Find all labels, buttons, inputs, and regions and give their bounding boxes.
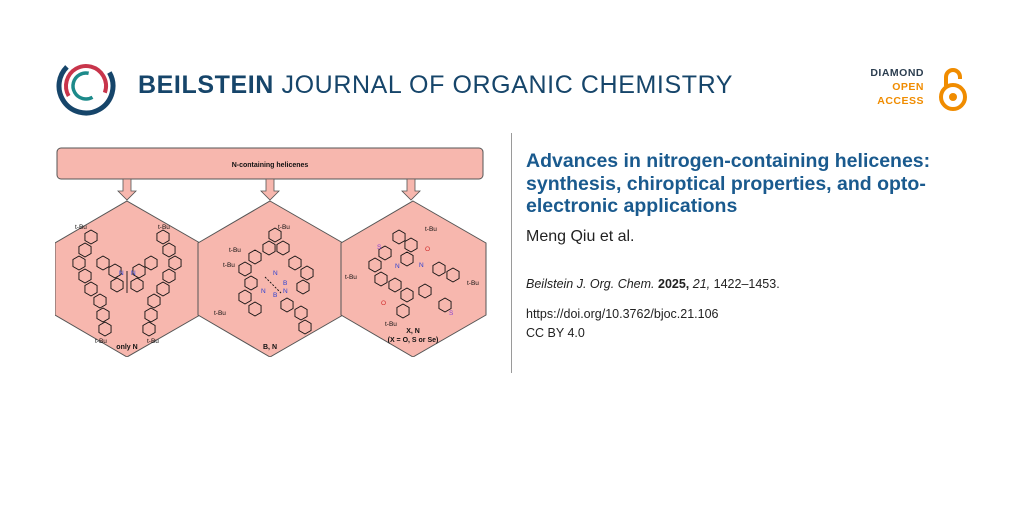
tbu-label: t-Bu <box>147 338 159 345</box>
tbu-label: t-Bu <box>223 262 235 269</box>
label-b-n: B, N <box>263 344 277 351</box>
citation-pages: 1422–1453. <box>713 277 780 291</box>
article-citation: Beilstein J. Org. Chem. 2025, 21, 1422–1… <box>526 277 780 291</box>
citation-year: 2025, <box>658 277 690 291</box>
atom-n: N <box>273 270 278 277</box>
tbu-label: t-Bu <box>467 280 479 287</box>
diamond-open-access-badge: DIAMOND OPEN ACCESS <box>848 66 968 112</box>
atom-n: N <box>395 263 400 270</box>
journal-title[interactable]: BEILSTEIN JOURNAL OF ORGANIC CHEMISTRY <box>138 71 733 100</box>
doi-link[interactable]: https://doi.org/10.3762/bjoc.21.106 <box>526 307 719 321</box>
tbu-label: t-Bu <box>229 247 241 254</box>
atom-n: N <box>261 288 266 295</box>
down-arrow-icon <box>401 178 421 201</box>
down-arrow-icon <box>260 178 280 201</box>
citation-volume: 21, <box>692 277 711 291</box>
atom-n: N <box>419 262 424 269</box>
tbu-label: t-Bu <box>158 224 170 231</box>
hexagon-x-n <box>340 200 487 357</box>
oa-line-diamond: DIAMOND <box>870 67 924 79</box>
article-authors: Meng Qiu et al. <box>526 228 635 245</box>
atom-s: S <box>377 244 382 251</box>
molecule-only-n <box>72 229 182 337</box>
atom-o: O <box>425 246 430 253</box>
license-text: CC BY 4.0 <box>526 326 585 340</box>
beilstein-logo-icon <box>56 56 116 116</box>
oa-line-open: OPEN <box>892 81 924 93</box>
atom-s: S <box>449 310 454 317</box>
tbu-label: t-Bu <box>425 226 437 233</box>
atom-n: N <box>119 270 124 277</box>
tbu-label: t-Bu <box>345 274 357 281</box>
atom-o: O <box>381 300 386 307</box>
down-arrow-icon <box>117 178 137 201</box>
label-only-n: only N <box>116 344 137 351</box>
atom-b: B <box>283 280 287 287</box>
label-x-n-sub: (X = O, S or Se) <box>388 337 439 344</box>
graphical-abstract: N-containing helicenes t-Bu t-Bu t-Bu t-… <box>55 147 487 357</box>
tbu-label: t-Bu <box>385 321 397 328</box>
molecule-b-n <box>238 227 314 335</box>
label-x-n: X, N <box>406 328 420 335</box>
atom-n: N <box>283 288 288 295</box>
atom-n: N <box>131 270 136 277</box>
article-title[interactable]: Advances in nitrogen-containing helicene… <box>526 150 931 217</box>
citation-journal: Beilstein J. Org. Chem. <box>526 277 655 291</box>
journal-title-bold: BEILSTEIN <box>138 71 274 99</box>
hexagon-b-n <box>197 200 344 357</box>
atom-b: B <box>273 292 277 299</box>
tbu-label: t-Bu <box>214 310 226 317</box>
banner-label: N-containing helicenes <box>232 162 309 169</box>
tbu-label: t-Bu <box>95 338 107 345</box>
oa-line-access: ACCESS <box>877 95 924 107</box>
tbu-label: t-Bu <box>278 224 290 231</box>
vertical-divider <box>511 133 512 373</box>
open-lock-icon <box>939 68 967 111</box>
journal-title-rest: JOURNAL OF ORGANIC CHEMISTRY <box>281 71 734 99</box>
tbu-label: t-Bu <box>75 224 87 231</box>
